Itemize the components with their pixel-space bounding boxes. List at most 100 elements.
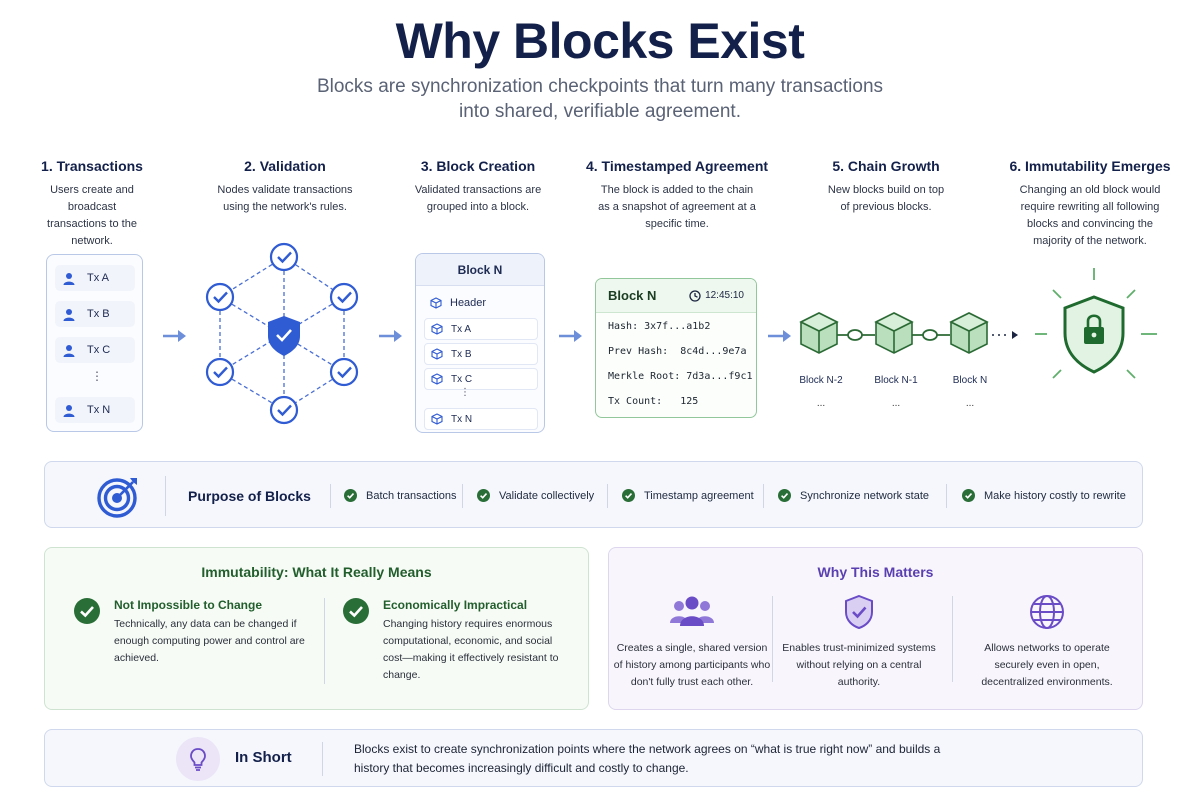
block-row: Header <box>424 292 538 314</box>
tx-label: Tx B <box>87 308 110 320</box>
chain-continuation-icon <box>992 331 1018 339</box>
step-title: 4. Timestamped Agreement <box>585 158 769 174</box>
step-description: New blocks build on top of previous bloc… <box>827 184 945 213</box>
block-row-label: Tx C <box>451 373 473 385</box>
cube-icon <box>430 297 442 309</box>
tx-label: Tx N <box>87 404 111 416</box>
purpose-item: Timestamp agreement <box>622 489 754 502</box>
purpose-item: Make history costly to rewrite <box>962 489 1126 502</box>
step-title: 5. Chain Growth <box>832 158 940 174</box>
why-matters-desc: Enables trust-minimized systems without … <box>782 642 936 688</box>
purpose-item-label: Synchronize network state <box>800 489 930 502</box>
ellipsis: ⋮ <box>460 387 470 398</box>
purpose-item-label: Make history costly to rewrite <box>984 489 1126 502</box>
cube-icon <box>431 413 443 425</box>
why-matters-column: Creates a single, shared version of hist… <box>612 592 772 691</box>
step-description: Changing an old block would require rewr… <box>1019 184 1161 247</box>
timestamped-block-panel: Block N 12:45:10 Hash: 3x7f...a1b2 Prev … <box>595 278 757 418</box>
purpose-item: Batch transactions <box>344 489 457 502</box>
purpose-item-label: Timestamp agreement <box>644 489 754 502</box>
check-circle-icon <box>74 598 100 624</box>
tx-count-line: Tx Count: 125 <box>608 396 699 407</box>
why-matters-column: Enables trust-minimized systems without … <box>779 592 939 691</box>
why-matters-desc: Creates a single, shared version of hist… <box>613 642 771 688</box>
step-description: Nodes validate transactions using the ne… <box>217 184 353 213</box>
step-description: Users create and broadcast transactions … <box>47 184 137 247</box>
in-short-label: In Short <box>235 749 292 766</box>
chain-block-label: Block N <box>952 375 988 386</box>
chain-block-label: Block N-1 <box>874 375 918 386</box>
node-check-icon <box>329 357 359 387</box>
chain-graphic <box>799 312 1018 354</box>
block-row-label: Tx B <box>451 348 472 360</box>
ellipsis: ... <box>965 398 975 409</box>
cube-icon <box>799 312 839 354</box>
immutability-col-title: Not Impossible to Change <box>114 598 263 612</box>
why-matters-desc: Allows networks to operate securely even… <box>981 642 1113 688</box>
page-subtitle: Blocks are synchronization checkpoints t… <box>316 76 884 122</box>
clock-icon <box>689 289 701 302</box>
step-block-creation: 3. Block Creation Validated transactions… <box>383 158 573 216</box>
purpose-item-label: Validate collectively <box>499 489 595 502</box>
target-icon <box>97 478 137 518</box>
block-row: Tx C <box>424 368 538 390</box>
transactions-panel: Tx A Tx B Tx C ⋮ Tx N <box>46 254 143 432</box>
purpose-item: Validate collectively <box>477 489 594 502</box>
step-description: The block is added to the chain as a sna… <box>598 184 756 230</box>
immutability-title: Immutability: What It Really Means <box>201 564 432 580</box>
arrow-right-icon <box>559 330 582 342</box>
block-row-label: Tx A <box>451 323 472 335</box>
step-transactions: 1. Transactions Users create and broadca… <box>0 158 187 250</box>
timestamped-block-header: Block N 12:45:10 <box>596 279 756 313</box>
step-immutability: 6. Immutability Emerges Changing an old … <box>990 158 1190 250</box>
block-row: Tx B <box>424 343 538 365</box>
immutability-col-desc: Changing history requires enormous compu… <box>383 618 559 681</box>
lightbulb-icon <box>176 737 220 781</box>
validation-network <box>205 242 359 425</box>
in-short-panel: In Short Blocks exist to create synchron… <box>44 729 1143 787</box>
arrow-right-icon <box>163 330 186 342</box>
step-description: Validated transactions are grouped into … <box>414 184 542 213</box>
step-chain-growth: 5. Chain Growth New blocks build on top … <box>791 158 981 216</box>
purpose-title: Purpose of Blocks <box>188 488 311 504</box>
user-icon <box>63 272 75 285</box>
node-check-icon <box>269 395 299 425</box>
globe-icon <box>1030 595 1064 629</box>
tx-item: Tx B <box>55 301 135 327</box>
prev-hash-line: Prev Hash: 8c4d...9e7a <box>608 346 747 357</box>
tx-item: Tx C <box>55 337 135 363</box>
step-title: 2. Validation <box>244 158 326 174</box>
timestamp-value: 12:45:10 <box>705 290 744 301</box>
step-timestamped-agreement: 4. Timestamped Agreement The block is ad… <box>582 158 772 233</box>
page-title: Why Blocks Exist <box>395 13 805 69</box>
immutability-panel: Immutability: What It Really Means Not I… <box>44 547 589 710</box>
timestamped-block-title: Block N <box>608 288 657 303</box>
tx-item: Tx N <box>55 397 135 423</box>
user-icon <box>63 404 75 417</box>
why-matters-title: Why This Matters <box>817 564 934 580</box>
node-check-icon <box>205 282 235 312</box>
node-check-icon <box>269 242 299 272</box>
arrow-right-icon <box>379 330 402 342</box>
step-title: 6. Immutability Emerges <box>1009 158 1171 174</box>
block-title: Block N <box>416 254 544 286</box>
purpose-panel: Purpose of Blocks Batch transactions Val… <box>44 461 1143 528</box>
node-check-icon <box>329 282 359 312</box>
purpose-item: Synchronize network state <box>778 489 929 502</box>
node-check-icon <box>205 357 235 387</box>
cube-icon <box>431 373 443 385</box>
immutability-col-title: Economically Impractical <box>383 598 528 612</box>
ellipsis: ... <box>891 398 901 409</box>
chain-block-label: Block N-2 <box>799 375 843 386</box>
purpose-item-label: Batch transactions <box>366 489 457 502</box>
check-circle-icon <box>343 598 369 624</box>
cube-icon <box>874 312 914 354</box>
check-circle-icon <box>344 489 357 502</box>
step-title: 3. Block Creation <box>420 158 536 174</box>
cube-icon <box>431 348 443 360</box>
lock-shield-icon <box>1035 268 1157 379</box>
block-panel: Block N Header Tx A Tx B Tx C ⋮ Tx N <box>415 253 545 433</box>
block-row-label: Tx N <box>451 413 473 425</box>
step-title: 1. Transactions <box>41 158 143 174</box>
people-icon <box>670 596 714 626</box>
